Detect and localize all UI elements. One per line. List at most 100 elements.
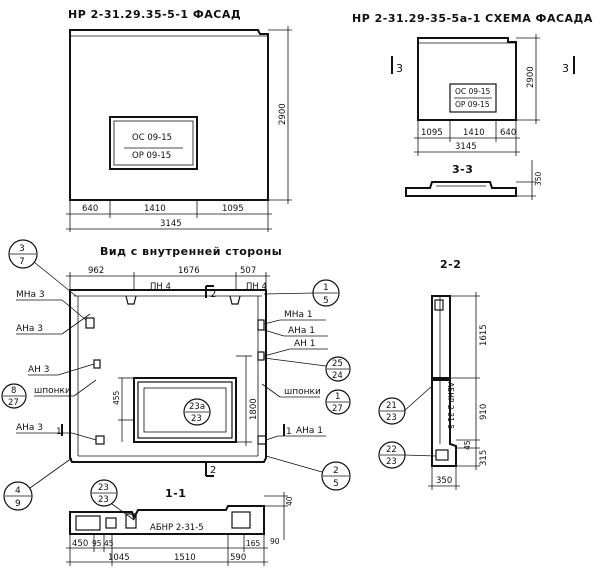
section-1-dim-590: 590 [230, 553, 246, 563]
inner-window-glass [143, 387, 227, 433]
callout-23a-23-top: 23а [189, 402, 205, 412]
scheme-dim-left: 1095 [421, 128, 443, 138]
section-1-window-block [125, 513, 137, 529]
section-1-dim-90: 90 [270, 537, 280, 546]
inner-embed-ana3 [95, 435, 105, 445]
leader-mna1 [263, 319, 281, 325]
inner-panel-outline [69, 289, 267, 463]
callout-1-5: 1 5 [263, 279, 340, 307]
section-2-dim-45: 45 [463, 440, 472, 450]
inner-window-frame [133, 377, 237, 443]
leader-shponki-right [261, 383, 281, 398]
callout-22-23-top: 22 [386, 445, 397, 455]
inner-embed-an1 [257, 351, 265, 361]
section-1-dim-165: 165 [246, 539, 261, 548]
callout-25-24: 25 24 [263, 356, 351, 382]
section-2-title: 2-2 [440, 258, 461, 271]
label-shponki-right: шпонки [284, 387, 321, 397]
section-2-bottom-embed [435, 449, 449, 461]
scheme-dim-height: 2900 [526, 66, 536, 88]
label-ana3-b: АНа 3 [16, 423, 43, 433]
inner-embed-mna3 [85, 317, 95, 329]
inner-window-inner [137, 381, 233, 439]
facade-dim-right: 1095 [222, 204, 244, 214]
facade-dim-mid: 1410 [144, 204, 166, 214]
callout-22-23-bottom: 23 [386, 457, 397, 467]
facade-window-inner [113, 120, 194, 166]
callout-23a-23: 23а 23 [183, 398, 211, 426]
leader-an1 [263, 348, 291, 357]
section-1-left-block [75, 515, 101, 531]
scheme-window-op: ОР 09-15 [455, 100, 490, 109]
facade-window-op: ОР 09-15 [132, 151, 171, 161]
facade-window-oc: ОС 09-15 [132, 133, 172, 143]
callout-4-9: 4 9 [3, 457, 73, 511]
section-1-dim-40: 40 [285, 496, 294, 506]
scheme-title: НР 2-31.29-35-5а-1 СХЕМА ФАСАДА [352, 12, 593, 25]
section-1-dim-95: 95 [92, 539, 102, 548]
section-1-1: 1-1 АБНР 2-31-5 40 90 450 95 45 1045 151… [66, 487, 294, 566]
callout-22-23: 22 23 [378, 441, 437, 469]
inner-cut-bottom-label: 2 [210, 465, 216, 476]
facade-view: НР 2-31.29.35-5-1 ФАСАД ОС 09-15 ОР 09-1… [66, 8, 292, 232]
callout-25-24-bottom: 24 [332, 371, 343, 381]
callout-2-5: 2 5 [265, 455, 351, 491]
inner-pn4-right: ПН 4 [246, 282, 267, 292]
inner-embed-an3 [93, 359, 101, 369]
facade-dim-height: 2900 [278, 103, 288, 125]
section-2-dim-350: 350 [436, 476, 452, 486]
inner-dim-top-mid: 1676 [178, 266, 200, 276]
callout-3-7-bottom: 7 [19, 257, 25, 267]
inner-embed-mna1 [257, 319, 265, 331]
inner-lifting-loop-left [125, 295, 137, 305]
inner-cut-top-label: 2 [210, 289, 216, 300]
section-1-dim-1510: 1510 [174, 553, 196, 563]
callout-23a-23-bottom: 23 [191, 414, 202, 424]
inner-dim-sill: 455 [112, 390, 121, 405]
label-ana1: АНа 1 [288, 326, 315, 336]
callout-1-27-bottom: 27 [332, 404, 343, 414]
callout-23-23-bottom: 23 [98, 495, 109, 505]
label-ana1-b: АНа 1 [296, 426, 323, 436]
callout-23-23-top: 23 [98, 483, 109, 493]
leader-ana1-b [265, 435, 279, 441]
callout-25-24-top: 25 [332, 359, 343, 369]
section-1-dim-450: 450 [72, 539, 88, 549]
inner-view-title: Вид с внутренней стороны [100, 245, 282, 258]
leader-ana3-b [71, 432, 97, 441]
scheme-window-oc: ОС 09-15 [455, 87, 491, 96]
callout-21-23: 21 23 [378, 385, 433, 425]
facade-dim-width: 3145 [160, 219, 182, 229]
callout-1-27-top: 1 [335, 392, 340, 402]
section-1-dim-1045: 1045 [108, 553, 130, 563]
callout-8-27: 8 27 [1, 383, 27, 409]
callout-8-27-bottom: 27 [8, 398, 19, 408]
callout-21-23-top: 21 [386, 401, 397, 411]
section-2-dim-1615: 1615 [479, 324, 489, 346]
label-an3: АН 3 [28, 365, 50, 375]
scheme-dim-mid: 1410 [463, 128, 485, 138]
callout-3-7-top: 3 [19, 244, 25, 254]
scheme-cut-right-label: 3 [562, 62, 569, 75]
facade-dim-left: 640 [82, 204, 98, 214]
section-3-title: 3-3 [452, 163, 473, 176]
scheme-dim-right: 640 [500, 128, 516, 138]
leader-shponki-left [73, 379, 97, 397]
callout-3-7: 3 7 [8, 239, 77, 297]
leader-mna3 [61, 299, 87, 321]
section-1-left-block-2 [105, 517, 117, 529]
section-1-dim-45: 45 [104, 539, 114, 548]
section-1-title: 1-1 [165, 487, 186, 500]
section-1-profile [69, 505, 265, 535]
label-shponki-left: шпонки [34, 386, 71, 396]
inner-cut-right-label: 1 [286, 427, 292, 437]
section-2-dim-910: 910 [479, 404, 489, 420]
section-2-top-embed [434, 299, 444, 311]
section-2-2: 2-2 АБНР 2-31-5 1615 910 45 315 350 [428, 258, 489, 490]
callout-4-9-top: 4 [15, 486, 21, 496]
scheme-window-frame [449, 83, 497, 113]
label-mna3: МНа 3 [16, 290, 45, 300]
scheme-dim-width: 3145 [455, 142, 477, 152]
leader-ana3 [61, 313, 91, 335]
